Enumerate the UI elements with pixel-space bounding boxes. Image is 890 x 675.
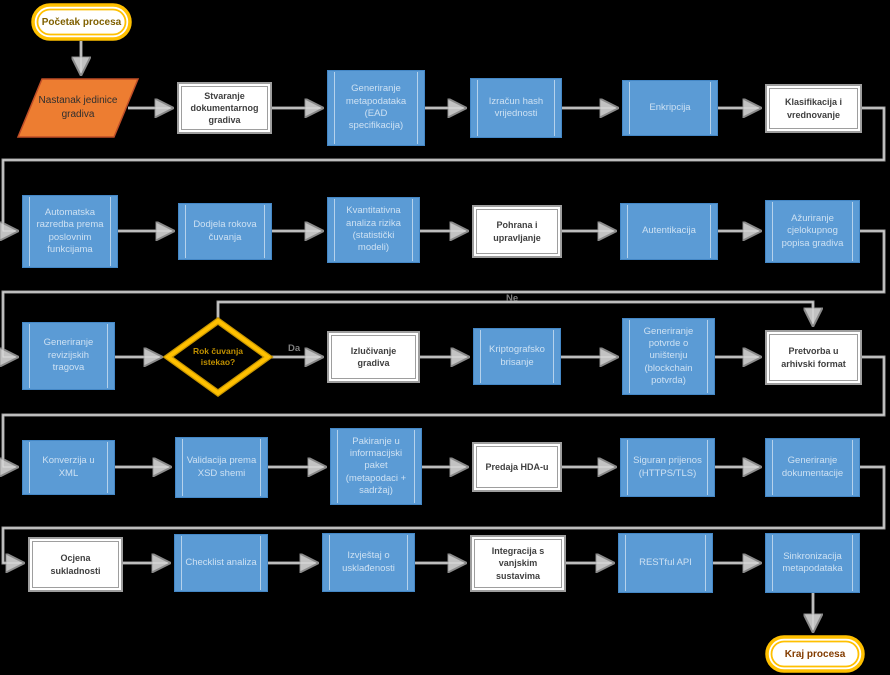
branch-label-no: Ne — [506, 293, 519, 304]
node-stvaranje-dokumentarnog-gradiva: Stvaranje dokumentarnog gradiva — [177, 82, 272, 134]
node-ocjena-sukladnosti: Ocjena sukladnosti — [28, 537, 123, 592]
node-label: Generiranje dokumentacije — [781, 455, 844, 479]
node-enkripcija: Enkripcija — [622, 80, 718, 136]
start-label: Početak procesa — [41, 16, 122, 28]
node-autentikacija: Autentikacija — [620, 203, 718, 260]
node-label: Konverzija u XML — [42, 455, 95, 479]
input-parallelogram — [16, 78, 140, 138]
node-label: Predaja HDA-u — [485, 461, 549, 472]
node-validacija-xsd: Validacija prema XSD shemi — [175, 437, 268, 498]
end-label: Kraj procesa — [784, 648, 846, 660]
node-pretvorba-arhivski-format: Pretvorba u arhivski format — [765, 330, 862, 385]
node-label: Generiranje metapodataka (EAD specifikac… — [345, 83, 407, 132]
node-label: Siguran prijenos (HTTPS/TLS) — [633, 455, 702, 479]
node-label: Klasifikacija i vrednovanje — [784, 97, 843, 120]
node-izvjestaj-uskladjenosti: Izvještaj o usklađenosti — [322, 533, 415, 592]
input-label: Nastanak jedinice gradiva — [38, 94, 118, 121]
node-siguran-prijenos: Siguran prijenos (HTTPS/TLS) — [620, 438, 715, 497]
node-label: Kriptografsko brisanje — [489, 344, 545, 368]
node-kriptografsko-brisanje: Kriptografsko brisanje — [473, 328, 561, 385]
decision-label: Rok čuvanja istekao? — [192, 345, 244, 367]
flow-connector — [3, 355, 886, 467]
node-azuriranje-popisa: Ažuriranje cjelokupnog popisa gradiva — [765, 200, 860, 263]
node-label: Ažuriranje cjelokupnog popisa gradiva — [781, 212, 844, 249]
node-label: Izračun hash vrijednosti — [488, 95, 544, 119]
node-label: Enkripcija — [649, 101, 691, 113]
node-label: Pretvorba u arhivski format — [781, 346, 846, 369]
flow-connector — [1, 465, 886, 563]
flow-connector-core — [2, 466, 885, 564]
node-informacijski-paket: Pakiranje u informacijski paket (metapod… — [330, 428, 422, 505]
flow-connector-core — [217, 301, 814, 324]
node-izracun-hash: Izračun hash vrijednosti — [470, 78, 562, 138]
node-analiza-rizika: Kvantitativna analiza rizika (statističk… — [327, 197, 420, 263]
node-integracija-vanjski-sustavi: Integracija s vanjskim sustavima — [470, 535, 566, 592]
node-label: Checklist analiza — [185, 556, 257, 568]
node-sinkronizacija-metapodataka: Sinkronizacija metapodataka — [765, 533, 860, 593]
node-predaja-hda: Predaja HDA-u — [472, 442, 562, 492]
branch-label-yes: Da — [288, 343, 301, 354]
flow-connector-core — [2, 107, 885, 232]
node-label: Pakiranje u informacijski paket (metapod… — [345, 435, 407, 497]
flow-connector — [3, 229, 886, 357]
node-label: Validacija prema XSD shemi — [186, 455, 257, 479]
node-restful-api: RESTful API — [618, 533, 713, 593]
node-generiranje-dokumentacije: Generiranje dokumentacije — [765, 438, 860, 497]
node-automatska-razredba: Automatska razredba prema poslovnim funk… — [22, 195, 118, 268]
node-label: Generiranje potvrde o uništenju (blockch… — [643, 325, 694, 387]
node-dodjela-rokova: Dodjela rokova čuvanja — [178, 203, 272, 260]
node-label: Generiranje revizijskih tragova — [43, 337, 94, 374]
node-generiranje-metapodataka: Generiranje metapodataka (EAD specifikac… — [327, 70, 425, 146]
node-pohrana-upravljanje: Pohrana i upravljanje — [472, 205, 562, 258]
node-label: Stvaranje dokumentarnog gradiva — [190, 90, 259, 126]
node-konverzija-xml: Konverzija u XML — [22, 440, 115, 495]
decision-diamond — [164, 318, 272, 396]
node-label: Dodjela rokova čuvanja — [193, 219, 257, 243]
node-potvrda-unistenja: Generiranje potvrde o uništenju (blockch… — [622, 318, 715, 395]
node-label: Autentikacija — [642, 225, 696, 237]
node-label: Automatska razredba prema poslovnim funk… — [36, 206, 104, 255]
node-label: RESTful API — [639, 556, 692, 568]
node-klasifikacija-vrednovanje: Klasifikacija i vrednovanje — [765, 84, 862, 133]
flow-connector — [3, 106, 886, 231]
flow-connector-core — [2, 356, 885, 468]
end-terminator-inner-ring — [770, 640, 860, 668]
node-label: Sinkronizacija metapodataka — [782, 550, 843, 574]
flow-connector — [216, 300, 813, 324]
node-izlucivanje-gradiva: Izlučivanje gradiva — [327, 331, 420, 383]
node-label: Ocjena sukladnosti — [50, 553, 101, 576]
node-checklist-analiza: Checklist analiza — [174, 534, 268, 592]
node-label: Kvantitativna analiza rizika (statističk… — [346, 205, 401, 254]
node-label: Integracija s vanjskim sustavima — [491, 546, 545, 581]
node-label: Pohrana i upravljanje — [493, 220, 541, 243]
node-label: Izvještaj o usklađenosti — [342, 550, 395, 574]
node-label: Izlučivanje gradiva — [350, 345, 397, 368]
node-revizijski-tragovi: Generiranje revizijskih tragova — [22, 322, 115, 390]
start-terminator — [31, 3, 132, 41]
start-terminator-inner-ring — [36, 8, 127, 36]
end-terminator — [765, 635, 865, 673]
flow-connector-core — [2, 230, 885, 358]
